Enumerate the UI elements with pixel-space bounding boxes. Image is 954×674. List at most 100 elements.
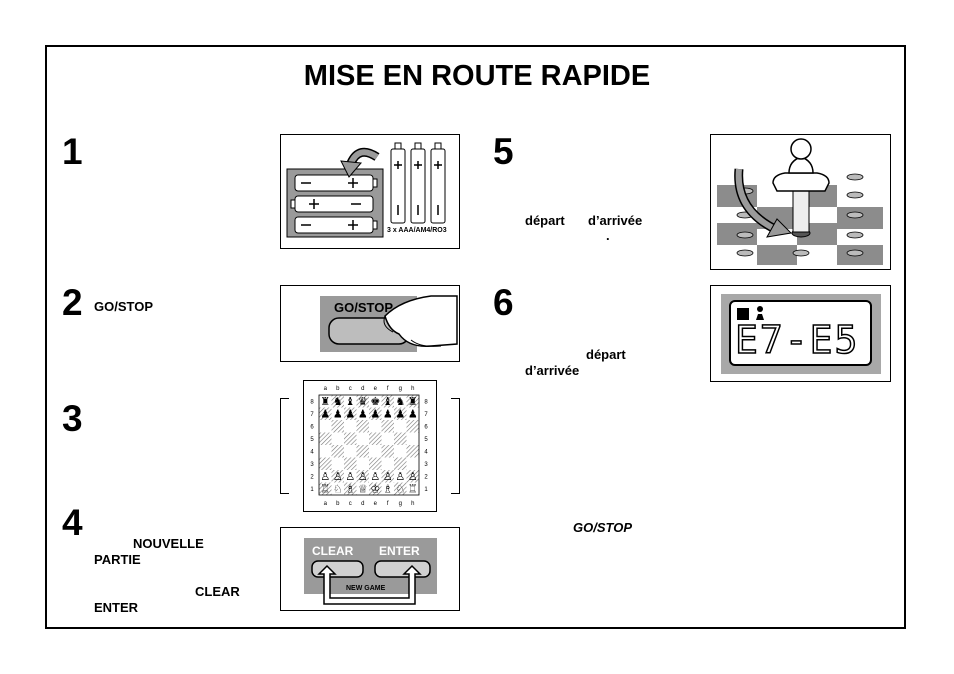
stop-key-label: GO/STOP [573, 520, 632, 535]
white-pawn-icon: ♙ [395, 471, 405, 483]
step-6-to-label: d’arrivée [525, 363, 580, 378]
enter-key-label: ENTER [379, 544, 420, 558]
black-pawn-icon: ♟ [345, 409, 355, 421]
board-square [319, 470, 332, 483]
board-square [344, 395, 357, 408]
board-file-label-top: d [361, 386, 364, 392]
black-pawn-icon: ♟ [358, 409, 368, 421]
board-rank-label-left: 7 [310, 412, 314, 418]
board-square [331, 420, 344, 433]
board-square [319, 482, 332, 495]
board-file-label-top: a [324, 386, 328, 392]
board-file-label-top: e [374, 386, 378, 392]
board-rank-label-left: 1 [310, 487, 314, 493]
board-square [331, 407, 344, 420]
black-pawn-icon: ♟ [395, 409, 405, 421]
white-piece-icon: ♕ [358, 484, 368, 496]
white-pawn-icon: ♙ [333, 471, 343, 483]
board-file-label-bottom: a [324, 501, 328, 507]
black-piece-icon: ♜ [408, 396, 418, 408]
white-piece-icon: ♘ [395, 484, 405, 496]
board-rank-label-right: 7 [424, 412, 428, 418]
step-4-clear-label: CLEAR [195, 584, 240, 599]
board-square [319, 432, 332, 445]
pawn-move-icon [717, 138, 883, 265]
board-rank-label-left: 5 [310, 437, 314, 443]
pawn-icon [756, 306, 764, 320]
board-square [406, 432, 419, 445]
step-2-key-label: GO/STOP [94, 299, 153, 314]
step-5-to-label: d’arrivée [588, 213, 643, 228]
board-square [394, 482, 407, 495]
black-pawn-icon: ♟ [320, 409, 330, 421]
board-square [394, 420, 407, 433]
board-square [406, 470, 419, 483]
board-square [394, 395, 407, 408]
board-square [344, 445, 357, 458]
board-file-label-bottom: e [374, 501, 378, 507]
lcd-symbols [737, 306, 764, 320]
white-pawn-icon: ♙ [370, 471, 380, 483]
board-file-label-bottom: b [336, 501, 340, 507]
board-file-label-bottom: f [387, 501, 389, 507]
step-number-4: 4 [62, 502, 83, 543]
board-rank-label-right: 8 [424, 399, 428, 405]
board-square [319, 420, 332, 433]
lcd-illustration: E7-E5 [710, 285, 891, 382]
board-square [331, 432, 344, 445]
board-square [331, 445, 344, 458]
black-pawn-icon: ♟ [383, 409, 393, 421]
step-6-from-label: départ [586, 347, 626, 362]
black-piece-icon: ♞ [333, 396, 343, 408]
color-square-icon [737, 308, 749, 320]
board-square [331, 470, 344, 483]
page-title: MISE EN ROUTE RAPIDE [303, 60, 651, 92]
board-square [381, 432, 394, 445]
board-file-label-top: h [411, 386, 414, 392]
board-square [381, 395, 394, 408]
board-square [369, 395, 382, 408]
black-piece-icon: ♛ [358, 396, 368, 408]
board-rank-label-right: 1 [424, 487, 428, 493]
board-border [318, 394, 420, 496]
board-square [394, 407, 407, 420]
step-number-5: 5 [493, 131, 514, 172]
board-square [394, 470, 407, 483]
board-rank-label-left: 4 [310, 449, 314, 455]
board-rank-label-left: 6 [310, 424, 314, 430]
step-4-enter-label: ENTER [94, 600, 139, 615]
board-square [406, 407, 419, 420]
board-file-label-bottom: g [399, 501, 402, 507]
board-file-label-bottom: d [361, 501, 364, 507]
white-piece-icon: ♗ [345, 484, 355, 496]
board-square [344, 407, 357, 420]
black-pawn-icon: ♟ [370, 409, 380, 421]
battery-illustration: 3 x AAA/AM4/RO3 [280, 134, 460, 249]
go-stop-button-label: GO/STOP [334, 300, 393, 315]
board-rank-label-right: 6 [424, 424, 428, 430]
board-square [319, 407, 332, 420]
board-square [406, 395, 419, 408]
lcd-move-readout: E7-E5 [734, 318, 860, 362]
black-piece-icon: ♚ [370, 396, 380, 408]
white-pawn-icon: ♙ [345, 471, 355, 483]
white-pawn-icon: ♙ [383, 471, 393, 483]
board-square [369, 470, 382, 483]
move-piece-illustration [710, 134, 891, 270]
board-square [406, 445, 419, 458]
white-pawn-icon: ♙ [320, 471, 330, 483]
board-square [344, 457, 357, 470]
board-square [319, 395, 332, 408]
board-square [369, 420, 382, 433]
page-frame [45, 45, 906, 629]
board-square [331, 457, 344, 470]
board-file-label-bottom: h [411, 501, 414, 507]
board-rank-label-left: 8 [310, 399, 314, 405]
step-number-6: 6 [493, 282, 514, 323]
white-pawn-icon: ♙ [358, 471, 368, 483]
board-rank-label-left: 2 [310, 474, 314, 480]
board-square [319, 445, 332, 458]
lcd-screen [729, 300, 872, 366]
board-square [344, 470, 357, 483]
